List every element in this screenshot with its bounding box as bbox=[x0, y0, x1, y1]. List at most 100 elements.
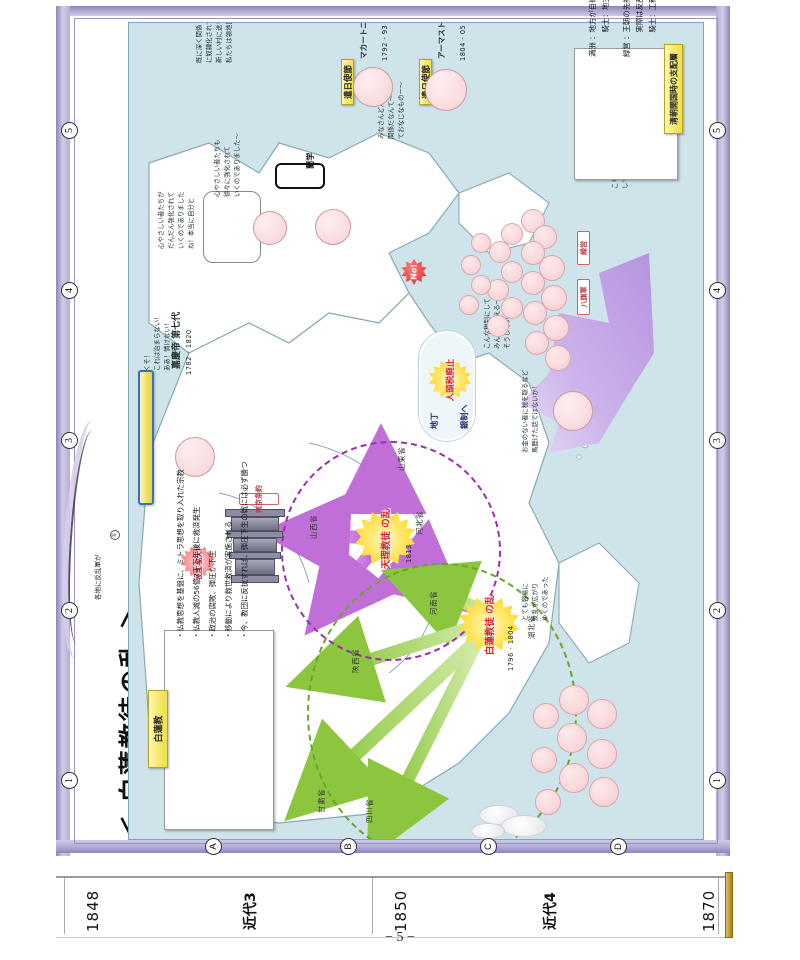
amherst-date: 1804 - 05 bbox=[459, 24, 467, 61]
bottom-right-note-line-2: 反乱が広がり bbox=[531, 582, 539, 621]
edge-marker-left-5[interactable]: 5 bbox=[61, 122, 78, 139]
province-label-henan: 河南省 bbox=[429, 590, 438, 615]
no-label: No! bbox=[409, 264, 419, 280]
summary-bullet-1: ・仏教思想を基盤に、ミトラ思想を取り入れた宗教 bbox=[176, 469, 185, 639]
summary-card: ・仏教思想を基盤に、ミトラ思想を取り入れた宗教 ・仏教人滅の56億7千万年後に救… bbox=[164, 462, 274, 830]
timeline-strip bbox=[56, 876, 732, 938]
top-left-note-line-3: 新しい村に送りこまれ～ bbox=[215, 22, 223, 63]
pagoda-tag-label: 南京条約 bbox=[255, 485, 263, 513]
rangaku-label: 蘭学 bbox=[305, 152, 315, 169]
crowd-tag-green-standard: 緑営 bbox=[577, 231, 590, 265]
soldier-note-line-2: 馬鹿げた話ではないか！ bbox=[531, 382, 539, 453]
summary-ribbon-label: 白蓮教 bbox=[154, 715, 165, 743]
edge-marker-right-4[interactable]: 4 bbox=[709, 282, 726, 299]
province-label-gansu: 甘粛省 bbox=[317, 788, 326, 813]
frame-left-bar bbox=[56, 6, 70, 856]
rangaku-bubble bbox=[275, 163, 325, 189]
soldier-note-line-1: お金のない者に税を取るなど bbox=[521, 369, 529, 453]
edge-marker-left-3[interactable]: 3 bbox=[61, 432, 78, 449]
amherst-note-line-2: 関係だなんて～ bbox=[387, 94, 395, 139]
timeline-separator-2 bbox=[372, 878, 373, 934]
legend-card: 満洲 ：地方が自衛のために組織した軍。 騎士：地主、隊員：小作人 緑営 ：王朝の… bbox=[574, 0, 678, 180]
envoy-character-head-2 bbox=[425, 69, 467, 111]
edge-marker-right-2[interactable]: 2 bbox=[709, 602, 726, 619]
edge-marker-bottom-a[interactable]: A bbox=[205, 838, 222, 855]
bottom-right-note-line-1: とても容易に bbox=[521, 583, 529, 621]
top-left-note-line-4: 私たちは領地区に代わって～ bbox=[225, 23, 234, 63]
crowd-tag-green-label: 緑営 bbox=[579, 241, 588, 255]
rebellion-expansion-burst: 反乱 拡大！ bbox=[181, 545, 215, 579]
balloon-line-2: 徐々に強化されて bbox=[223, 146, 231, 197]
pagoda-illustration bbox=[225, 507, 285, 587]
province-label-shaanxi: 陝西省 bbox=[351, 648, 360, 673]
soldier-character-head bbox=[553, 391, 593, 431]
edge-marker-left-1[interactable]: 1 bbox=[61, 772, 78, 789]
summary-bullet-2: ・仏教人滅の56億7千万年後に救済発生 bbox=[192, 506, 201, 639]
tax-reform-title-top: 地丁 bbox=[429, 412, 439, 429]
official-character-head-1 bbox=[253, 211, 287, 245]
emperor-dates: 1782 - 1820 bbox=[185, 329, 193, 375]
edge-marker-bottom-c[interactable]: C bbox=[480, 838, 497, 855]
timeline-era-modern3: 近代3 bbox=[243, 892, 259, 930]
tax-reform-panel bbox=[419, 331, 475, 441]
tenri-rebellion-burst[interactable]: 天理教徒 の乱 bbox=[355, 509, 415, 569]
legend-line-3: 緑営 ：王朝の先祖に対して組織した軍。 bbox=[622, 0, 631, 57]
legend-line-2: 騎士：地主、隊員：小作人 bbox=[601, 0, 610, 57]
tenri-rebellion-label: 天理教徒 の乱 bbox=[381, 508, 392, 570]
legend-ribbon: 清朝開国時の支配層 bbox=[664, 44, 683, 134]
edge-marker-bottom-d[interactable]: D bbox=[610, 838, 627, 855]
top-left-note-line-2: に奴隷化されており bbox=[205, 22, 213, 63]
mid-left-balloon-line-1: 心やさしい者たちが bbox=[157, 191, 165, 249]
timeline-end-cap bbox=[725, 872, 733, 938]
edge-marker-right-5[interactable]: 5 bbox=[709, 122, 726, 139]
official-character-head-2 bbox=[315, 209, 351, 245]
macartney-ribbon-label: 遣日使節 bbox=[343, 64, 354, 100]
tax-reform-title-bottom: 銀制へ bbox=[459, 404, 469, 429]
macartney-date: 1792 - 93 bbox=[381, 24, 389, 61]
province-label-shanxi: 山西省 bbox=[309, 514, 318, 539]
amherst-note-line-3: ておなじなものー～ bbox=[397, 81, 405, 139]
mid-left-balloon-line-2: だんだん強化されて bbox=[167, 191, 175, 249]
tax-abolition-burst[interactable]: 人頭税廃止 bbox=[429, 359, 471, 401]
amherst-name: アーマスト イギリス コンタイル bbox=[437, 23, 447, 59]
macartney-name: マカートニー イギリス ランスデン bbox=[359, 23, 369, 59]
summary-bullet-4: ・移動により救世救済が実施される bbox=[224, 520, 233, 639]
emperor-balloon-line-2: これは治まらない！ bbox=[153, 313, 161, 371]
emperor-name: 嘉慶帝 第七代 bbox=[172, 311, 182, 369]
crowd-tag-banners-label: 八旗軍 bbox=[579, 286, 588, 308]
legend-line-5: 騎士：工科 隊員：近代・現代 bbox=[648, 0, 657, 57]
edge-marker-bottom-b[interactable]: B bbox=[340, 838, 357, 855]
edge-marker-right-1[interactable]: 1 bbox=[709, 772, 726, 789]
balloon-line-1: 心やさしい者たちも bbox=[213, 139, 221, 197]
timeline-year-1870: 1870 bbox=[700, 889, 718, 932]
edge-marker-right-3[interactable]: 3 bbox=[709, 432, 726, 449]
frame-top-bar bbox=[56, 6, 730, 16]
timeline-year-1850: 1850 bbox=[392, 889, 410, 932]
white-lotus-rebellion-label: 白蓮教徒 の乱 bbox=[485, 594, 496, 656]
edge-marker-left-2[interactable]: 2 bbox=[61, 602, 78, 619]
macartney-ribbon: 遣日使節 bbox=[341, 59, 354, 105]
margin-swoosh-label: 各地に反乱軍が bbox=[94, 554, 102, 601]
top-left-speech-balloon bbox=[203, 191, 261, 263]
balloon-line-3: いくのでありました～ bbox=[233, 133, 241, 197]
timeline-separator-1 bbox=[64, 878, 65, 934]
timeline-year-1848: 1848 bbox=[84, 889, 102, 932]
frame-inner-rule bbox=[74, 18, 718, 844]
edge-marker-left-4[interactable]: 4 bbox=[61, 282, 78, 299]
emperor-character-head bbox=[175, 437, 215, 477]
tax-abolition-label: 人頭税廃止 bbox=[446, 358, 456, 402]
emperor-balloon-line-1: くそ！ bbox=[143, 351, 151, 371]
timeline-era-modern4: 近代4 bbox=[543, 892, 559, 930]
pagoda-tag: 南京条約 bbox=[239, 485, 279, 513]
province-label-shandong: 山東省 bbox=[397, 446, 406, 471]
emperor-balloon-line-3: ああ！情けない！ bbox=[163, 319, 171, 371]
bottom-right-note-line-3: ゆくのであった bbox=[541, 576, 549, 621]
legend-line-4: 実際は反乱軍などが実質的な集まり、 bbox=[635, 0, 644, 57]
legend-line-1: 満洲 ：地方が自衛のために組織した軍。 bbox=[588, 0, 597, 57]
tenri-rebellion-date: 1813 bbox=[405, 544, 413, 563]
mid-left-balloon-line-3: いくのでありました bbox=[177, 191, 185, 249]
margin-circle-marker: ① bbox=[110, 530, 120, 540]
bookmark-tab[interactable] bbox=[138, 370, 154, 505]
white-lotus-rebellion-burst[interactable]: 白蓮教徒 の乱 bbox=[459, 595, 519, 655]
